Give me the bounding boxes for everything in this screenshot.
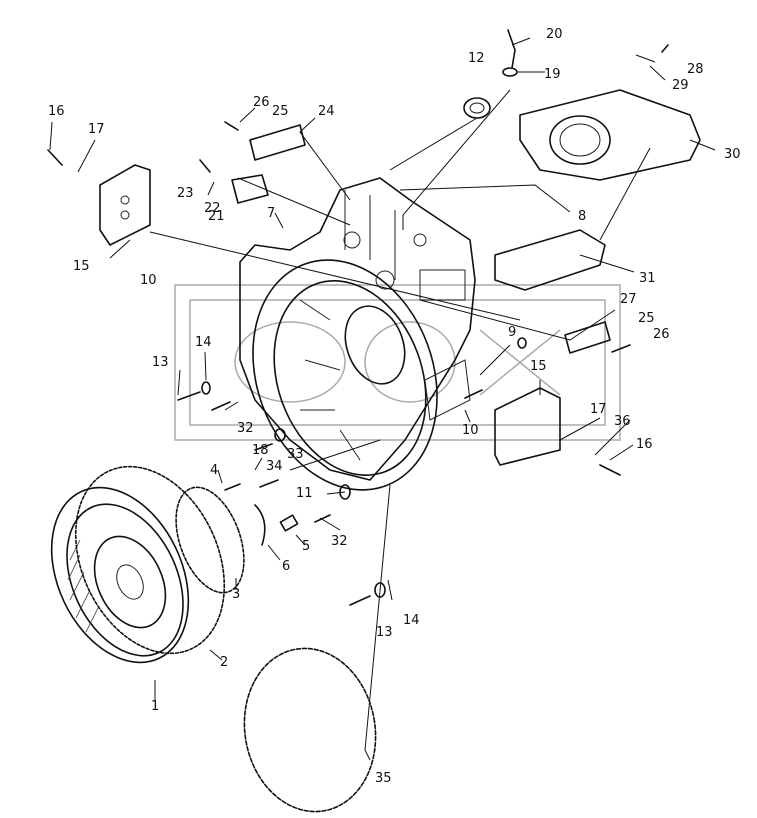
callout-10: 10: [462, 423, 479, 438]
callout-3: 3: [232, 587, 240, 602]
callout-9: 9: [508, 325, 516, 340]
cover-plate: [519, 89, 701, 181]
callout-6: 6: [282, 559, 290, 574]
callout-24: 24: [318, 104, 335, 119]
callout-14: 14: [195, 335, 212, 350]
callout-28: 28: [687, 62, 704, 77]
callout-16: 16: [636, 437, 653, 452]
callout-14: 14: [403, 613, 420, 628]
callout-30: 30: [724, 147, 741, 162]
callout-20: 20: [546, 27, 563, 42]
callout-32: 32: [331, 534, 348, 549]
plate-27: [564, 321, 611, 354]
gasket-35: [243, 647, 377, 813]
callout-12: 12: [468, 51, 485, 66]
callout-21: 21: [208, 209, 225, 224]
callout-13: 13: [152, 355, 169, 370]
callout-13: 13: [376, 625, 393, 640]
callout-22: 22: [204, 201, 221, 216]
block-21: [231, 174, 269, 204]
bolts: [47, 29, 669, 476]
callout-4: 4: [210, 463, 218, 478]
callout-1: 1: [151, 699, 159, 714]
callout-26: 26: [253, 95, 270, 110]
callout-17: 17: [590, 402, 607, 417]
callout-26: 26: [653, 327, 670, 342]
bracket-15-right: [494, 387, 561, 466]
bracket-15-left: [99, 164, 151, 246]
small-parts: [177, 337, 527, 606]
gasket-31: [494, 229, 606, 291]
callout-34: 34: [266, 459, 283, 474]
callout-15: 15: [530, 359, 547, 374]
leader-lines: [49, 37, 716, 761]
watermark-logo: [174, 284, 621, 441]
callout-11: 11: [296, 486, 313, 501]
seal-12: [463, 97, 491, 119]
ring-gear: [74, 465, 226, 655]
callout-17: 17: [88, 122, 105, 137]
callout-29: 29: [672, 78, 689, 93]
flywheel: [50, 486, 190, 664]
callout-32: 32: [237, 421, 254, 436]
callout-16: 16: [48, 104, 65, 119]
callout-7: 7: [267, 206, 275, 221]
callout-10: 10: [140, 273, 157, 288]
plate-24: [249, 124, 306, 161]
callout-8: 8: [578, 209, 586, 224]
callout-19: 19: [544, 67, 561, 82]
callout-18: 18: [252, 443, 269, 458]
callout-23: 23: [177, 186, 194, 201]
flywheel-housing: [239, 177, 476, 491]
callout-31: 31: [639, 271, 656, 286]
callout-33: 33: [287, 447, 304, 462]
callout-5: 5: [302, 539, 310, 554]
callout-35: 35: [375, 771, 392, 786]
callout-27: 27: [620, 292, 637, 307]
callout-25: 25: [638, 311, 655, 326]
callout-2: 2: [220, 655, 228, 670]
callout-25: 25: [272, 104, 289, 119]
callout-15: 15: [73, 259, 90, 274]
callout-36: 36: [614, 414, 631, 429]
gear: [175, 486, 245, 594]
